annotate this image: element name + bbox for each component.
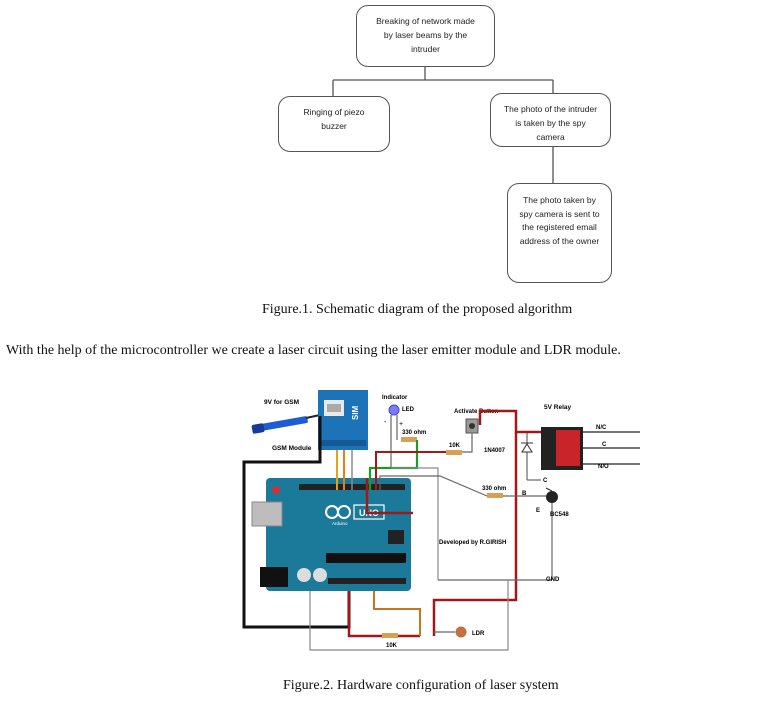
label-nc: N/C <box>596 425 607 431</box>
label-b: B <box>522 491 527 497</box>
figure2-caption: Figure.2. Hardware configuration of lase… <box>283 678 559 693</box>
flowchart-box-email-text: The photo taken by spy camera is sent to… <box>519 195 600 246</box>
label-gsm: GSM Module <box>272 445 312 452</box>
transistor-icon <box>546 491 558 503</box>
label-developed: Developed by R.GIRISH <box>439 540 506 546</box>
label-relay: 5V Relay <box>544 404 571 411</box>
flowchart-box-intrusion: Breaking of network made by laser beams … <box>356 5 495 67</box>
diode-icon <box>521 443 533 453</box>
label-sim: SIM <box>351 405 360 420</box>
label-10k-bottom: 10K <box>386 643 398 649</box>
label-minus: - <box>384 419 387 426</box>
label-330-led: 330 ohm <box>402 430 426 436</box>
label-no: N/O <box>598 464 609 470</box>
label-transistor: BC548 <box>550 512 569 518</box>
label-indicator: Indicator <box>382 395 408 401</box>
led-icon <box>388 404 400 416</box>
flowchart-box-intrusion-text: Breaking of network made by laser beams … <box>376 16 475 54</box>
label-led: LED <box>402 407 415 413</box>
label-ldr: LDR <box>472 631 485 637</box>
flowchart-connectors <box>332 66 554 183</box>
ldr-icon <box>455 626 467 638</box>
label-plus: + <box>399 421 403 428</box>
body-paragraph: With the help of the microcontroller we … <box>6 343 621 358</box>
circuit-wires <box>242 409 552 651</box>
flowchart-box-email: The photo taken by spy camera is sent to… <box>507 183 612 283</box>
battery-plug-icon <box>251 414 321 434</box>
label-activate: Activate Button <box>454 409 499 415</box>
label-9v: 9V for GSM <box>264 399 299 406</box>
label-arduino: Arduino <box>332 521 348 526</box>
label-330-base: 330 ohm <box>482 486 506 492</box>
label-gnd: GND <box>546 577 560 583</box>
label-e: E <box>536 508 540 514</box>
figure1-caption: Figure.1. Schematic diagram of the propo… <box>262 302 573 317</box>
label-diode-model: 1N4007 <box>484 448 506 454</box>
flowchart-box-buzzer-text: Ringing of piezo buzzer <box>303 107 365 131</box>
arduino-board <box>251 478 411 591</box>
gsm-module <box>318 390 368 450</box>
flowchart-box-buzzer: Ringing of piezo buzzer <box>278 96 390 152</box>
label-10k-top: 10K <box>449 443 461 449</box>
label-c: C <box>543 478 548 484</box>
flowchart-box-camera-text: The photo of the intruder is taken by th… <box>503 104 598 142</box>
label-c-out: C <box>602 442 607 448</box>
flowchart-box-camera: The photo of the intruder is taken by th… <box>490 93 611 147</box>
